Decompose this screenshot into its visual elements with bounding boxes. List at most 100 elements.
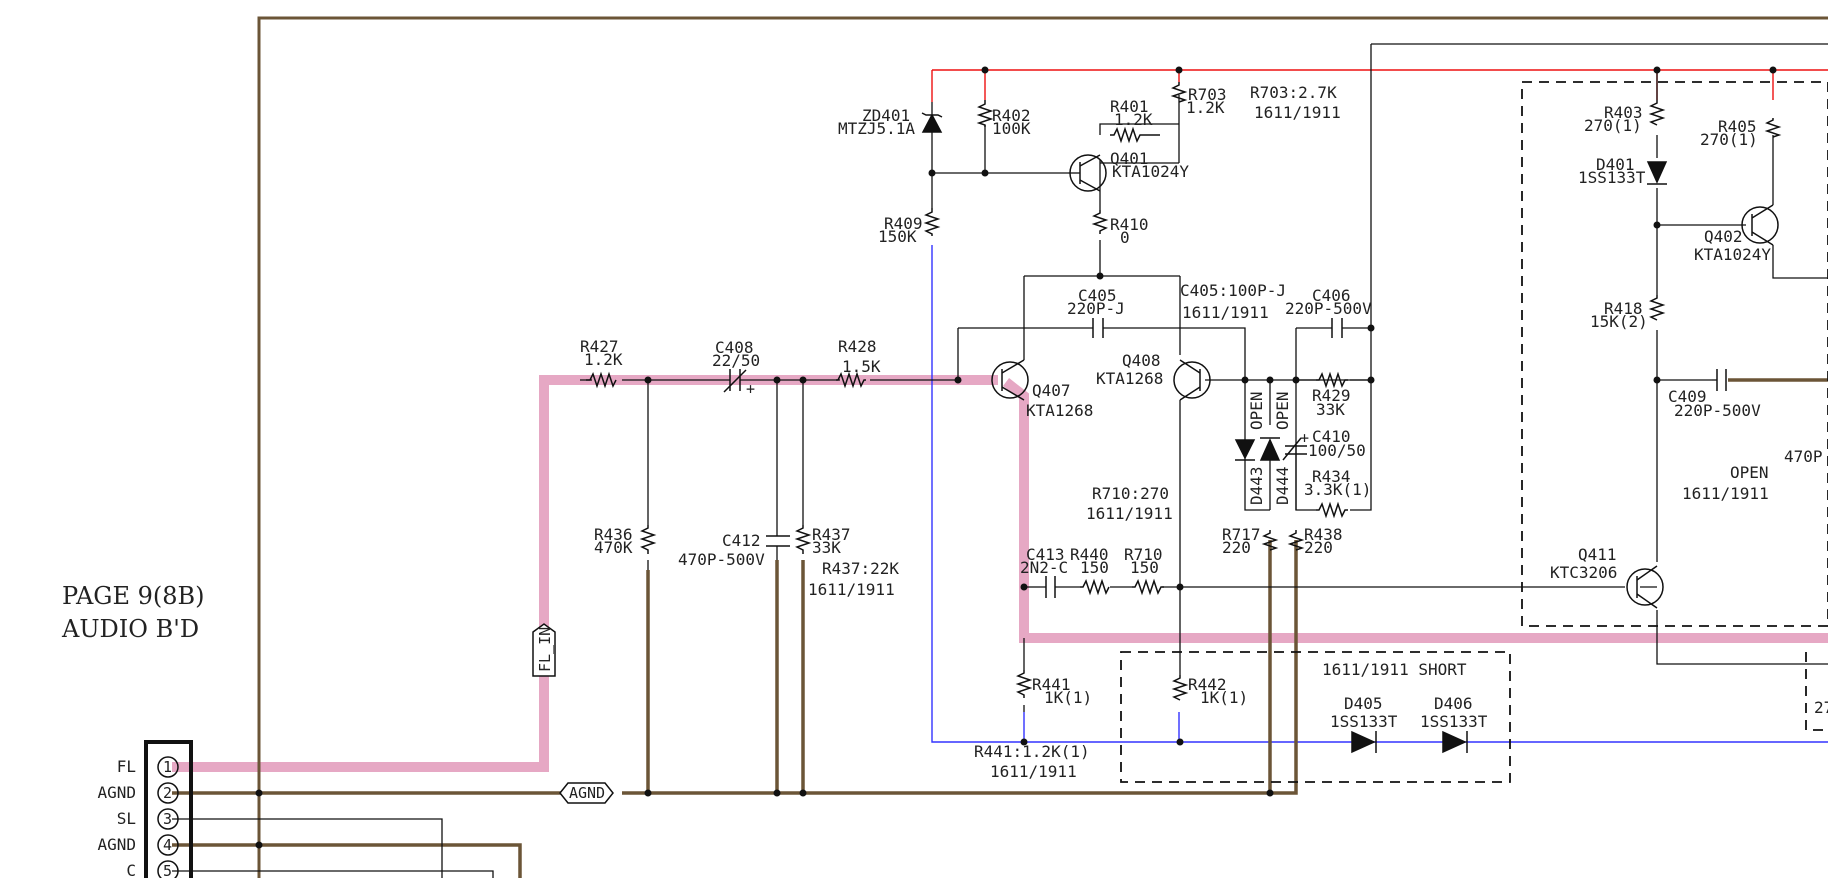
svg-text:R402: R402: [992, 106, 1031, 125]
svg-text:1.2K: 1.2K: [1114, 110, 1153, 129]
svg-text:R410: R410: [1110, 215, 1149, 234]
svg-text:1611/1911 SHORT: 1611/1911 SHORT: [1322, 660, 1467, 679]
svg-text:R436: R436: [594, 525, 633, 544]
connector-cn: 1 2 3 4 5 FL AGND SL AGND C: [97, 740, 193, 878]
svg-text:3.3K(1): 3.3K(1): [1304, 480, 1371, 499]
page-ref: PAGE 9(8B): [62, 582, 205, 610]
svg-text:1611/1911: 1611/1911: [808, 580, 895, 599]
q407-symbol: [991, 359, 1029, 401]
r438-symbol: [1287, 530, 1305, 551]
svg-text:D406: D406: [1434, 694, 1473, 713]
svg-text:C405: C405: [1078, 286, 1117, 305]
r428-symbol: [836, 371, 866, 389]
svg-text:1SS133T: 1SS133T: [1330, 712, 1398, 731]
r441-symbol: [1015, 670, 1033, 698]
pin-name-2: AGND: [97, 783, 136, 802]
svg-text:AGND: AGND: [569, 784, 605, 802]
svg-text:15K(2): 15K(2): [1590, 312, 1648, 331]
svg-text:270(1): 270(1): [1700, 130, 1758, 149]
svg-text:R418: R418: [1604, 299, 1643, 318]
svg-text:KTC3206: KTC3206: [1550, 563, 1617, 582]
svg-text:1.2K: 1.2K: [584, 350, 623, 369]
svg-text:1611/1911: 1611/1911: [1086, 504, 1173, 523]
r409-symbol: [923, 208, 941, 236]
svg-text:R437: R437: [812, 525, 851, 544]
svg-text:Q408: Q408: [1122, 351, 1161, 370]
svg-text:C406: C406: [1312, 286, 1351, 305]
svg-text:C410: C410: [1312, 427, 1351, 446]
d405-symbol: [1351, 730, 1377, 754]
d444-symbol: [1259, 437, 1281, 461]
pin-num-1: 1: [163, 758, 172, 776]
r405-symbol: [1764, 118, 1782, 138]
pin-name-4: AGND: [97, 835, 136, 854]
board-name: AUDIO B'D: [61, 615, 199, 643]
r403-symbol: [1648, 100, 1666, 126]
svg-text:150: 150: [1080, 558, 1109, 577]
agnd-tag: AGND: [559, 782, 614, 804]
svg-text:Q402: Q402: [1704, 227, 1743, 246]
svg-text:100/50: 100/50: [1308, 441, 1366, 460]
c410-symbol: +: [1282, 429, 1309, 461]
svg-text:1611/1911: 1611/1911: [990, 762, 1077, 781]
svg-text:150: 150: [1130, 558, 1159, 577]
r402-symbol: [976, 100, 994, 127]
c413-symbol: [1040, 576, 1060, 598]
c406-symbol: [1325, 318, 1349, 338]
svg-text:D444: D444: [1273, 466, 1292, 505]
supply-rail: [931, 69, 1828, 102]
svg-text:C413: C413: [1026, 545, 1065, 564]
svg-text:ZD401: ZD401: [862, 106, 910, 125]
svg-text:D405: D405: [1344, 694, 1383, 713]
svg-text:FL_IN: FL_IN: [536, 627, 554, 672]
board-frame: [257, 16, 1828, 878]
svg-text:1611/1911: 1611/1911: [1182, 303, 1269, 322]
svg-text:OPEN: OPEN: [1247, 391, 1266, 430]
ground-rail: [931, 245, 1828, 743]
d443-symbol: [1234, 439, 1256, 461]
svg-text:MTZJ5.1A: MTZJ5.1A: [838, 119, 915, 138]
svg-text:0: 0: [1120, 228, 1130, 247]
svg-text:R434: R434: [1312, 467, 1351, 486]
c412-symbol: [766, 530, 790, 560]
svg-text:+: +: [1300, 429, 1309, 447]
svg-text:R409: R409: [884, 214, 923, 233]
fl-in-tag: FL_IN: [532, 623, 556, 677]
svg-text:R442: R442: [1188, 675, 1227, 694]
svg-text:1611/1911: 1611/1911: [1682, 484, 1769, 503]
svg-text:33K: 33K: [812, 538, 841, 557]
zd401-symbol: [921, 102, 943, 133]
svg-text:KTA1024Y: KTA1024Y: [1112, 162, 1189, 181]
svg-text:R427: R427: [580, 337, 619, 356]
svg-text:C405:100P-J: C405:100P-J: [1180, 281, 1286, 300]
svg-text:R703: R703: [1188, 85, 1227, 104]
svg-text:R703:2.7K: R703:2.7K: [1250, 83, 1337, 102]
svg-text:220: 220: [1304, 538, 1333, 557]
svg-text:KTA1268: KTA1268: [1026, 401, 1093, 420]
svg-text:1.2K: 1.2K: [1186, 98, 1225, 117]
svg-text:R441: R441: [1032, 675, 1071, 694]
svg-text:KTA1268: KTA1268: [1096, 369, 1163, 388]
r401-symbol: [1110, 126, 1160, 144]
svg-text:1K(1): 1K(1): [1044, 688, 1092, 707]
r429-symbol: [1316, 371, 1348, 389]
r418-symbol: [1648, 295, 1666, 321]
svg-text:R717: R717: [1222, 525, 1261, 544]
svg-text:C412: C412: [722, 531, 761, 550]
svg-text:Q411: Q411: [1578, 545, 1617, 564]
svg-text:220: 220: [1222, 538, 1251, 557]
svg-text:Q401: Q401: [1110, 149, 1149, 168]
svg-text:KTA1024Y: KTA1024Y: [1694, 245, 1771, 264]
pin-num-3: 3: [163, 810, 172, 828]
d406-symbol: [1442, 730, 1468, 754]
wiring: [172, 43, 1828, 878]
svg-text:D401: D401: [1596, 155, 1635, 174]
svg-text:220P-J: 220P-J: [1067, 299, 1125, 318]
r710-symbol: [1132, 578, 1164, 596]
svg-text:1611/1911: 1611/1911: [1254, 103, 1341, 122]
r410-symbol: [1091, 210, 1109, 234]
pin-name-3: SL: [117, 809, 136, 828]
svg-text:OPEN: OPEN: [1273, 391, 1292, 430]
pin-name-5: C: [126, 861, 136, 878]
svg-text:C409: C409: [1668, 387, 1707, 406]
